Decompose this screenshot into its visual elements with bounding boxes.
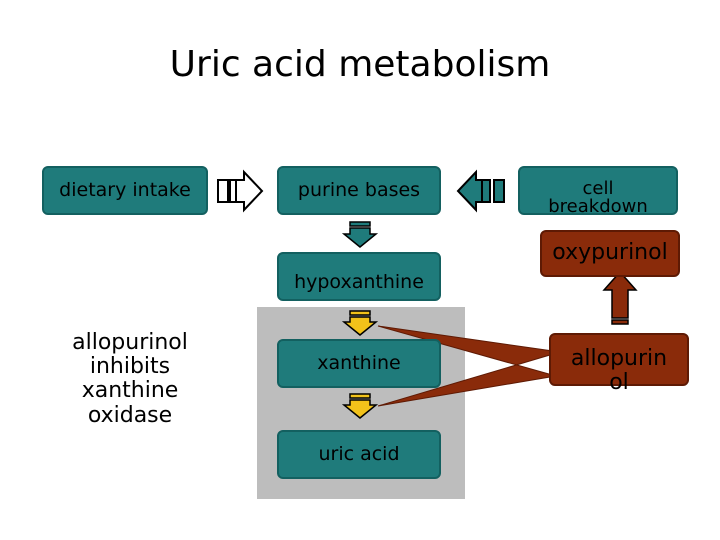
page-title: Uric acid metabolism bbox=[169, 44, 551, 85]
oxypurinol-box: oxypurinol bbox=[540, 230, 680, 277]
arrow-up-icon bbox=[602, 270, 638, 325]
cell-breakdown-box: cell breakdown bbox=[518, 166, 678, 217]
arrow-down-icon bbox=[341, 310, 379, 336]
allopurinol-label-line2: ol bbox=[609, 370, 629, 396]
purine-bases-box: purine bases bbox=[277, 166, 441, 215]
oxypurinol-label: oxypurinol bbox=[552, 240, 668, 265]
arrow-down-icon bbox=[341, 221, 379, 248]
allopurinol-label-line1: allopurin bbox=[570, 346, 668, 371]
allopurinol-box: allopurin ol bbox=[549, 333, 689, 395]
note-line: inhibits bbox=[89, 354, 171, 380]
purine-bases-label: purine bases bbox=[297, 178, 421, 201]
dietary-intake-label: dietary intake bbox=[59, 178, 191, 201]
arrow-left-icon bbox=[456, 169, 505, 213]
cell-breakdown-label: cell breakdown bbox=[548, 178, 648, 217]
inhibition-note: allopurinol inhibits xanthine oxidase bbox=[40, 330, 220, 428]
note-line: allopurinol bbox=[72, 330, 188, 355]
xanthine-box: xanthine bbox=[277, 339, 441, 388]
arrow-right-icon bbox=[217, 169, 264, 213]
dietary-intake-box: dietary intake bbox=[42, 166, 208, 215]
hypoxanthine-box: hypoxanthine bbox=[277, 252, 441, 301]
uric-acid-label: uric acid bbox=[318, 442, 400, 465]
arrow-down-icon bbox=[341, 393, 379, 419]
note-line: oxidase bbox=[87, 402, 173, 428]
hypoxanthine-label: hypoxanthine bbox=[294, 271, 424, 294]
uric-acid-box: uric acid bbox=[277, 430, 441, 479]
xanthine-label: xanthine bbox=[317, 351, 401, 374]
note-line: xanthine bbox=[81, 378, 179, 404]
